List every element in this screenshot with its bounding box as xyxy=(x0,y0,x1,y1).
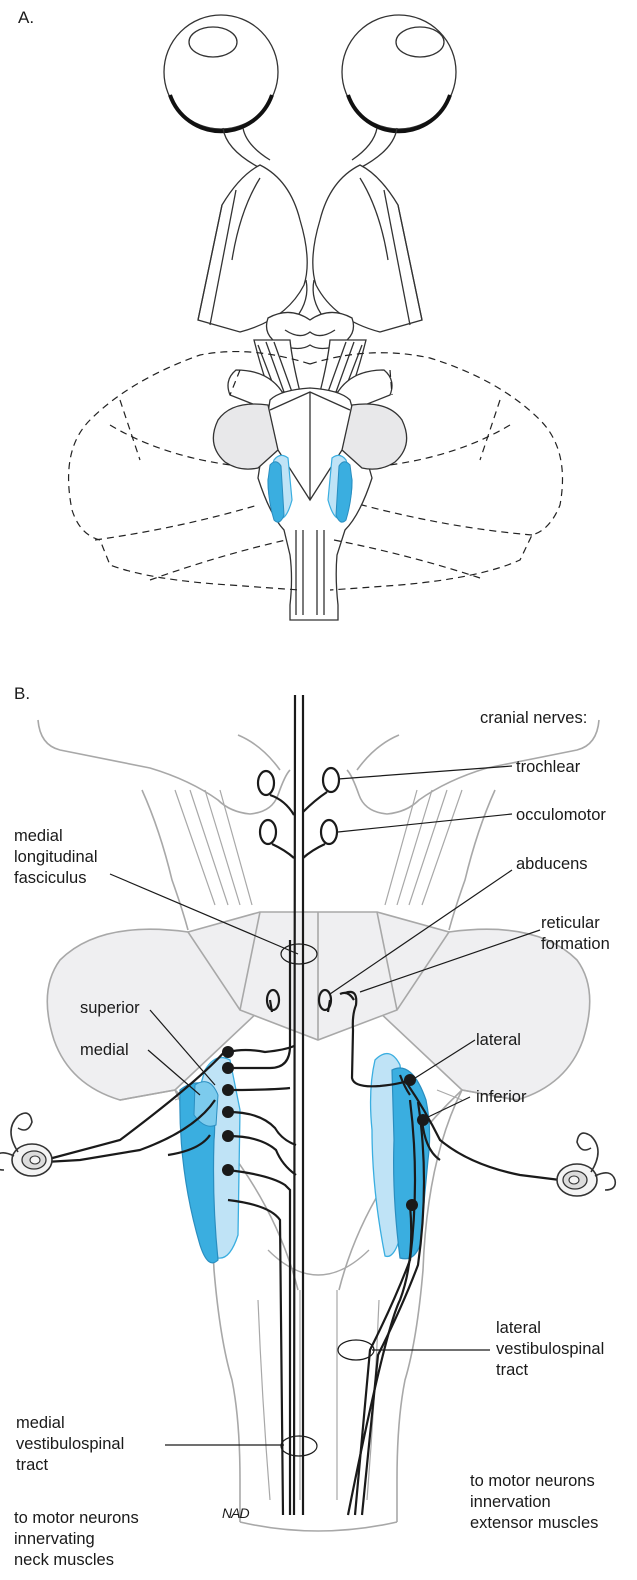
label-motor-neck-line1: to motor neurons xyxy=(14,1508,139,1529)
label-occulomotor: occulomotor xyxy=(516,805,606,826)
label-abducens: abducens xyxy=(516,854,588,875)
left-inner-ear xyxy=(0,1113,52,1176)
right-eye xyxy=(342,15,456,131)
vestibular-nuclei-right xyxy=(371,1054,430,1259)
label-superior: superior xyxy=(80,998,140,1019)
label-mvst-line3: tract xyxy=(16,1455,124,1476)
artist-signature: NAD xyxy=(222,1505,249,1521)
label-motor-extensor-line2: innervation xyxy=(470,1492,598,1513)
label-motor-neck-line2: innervating xyxy=(14,1529,139,1550)
label-trochlear: trochlear xyxy=(516,757,580,778)
label-mlf: medial longitudinal fasciculus xyxy=(14,826,97,889)
label-motor-neck-line3: neck muscles xyxy=(14,1550,139,1571)
label-lvst-line2: vestibulospinal xyxy=(496,1339,604,1360)
label-reticular-line2: formation xyxy=(541,934,610,955)
panel-b-label: B. xyxy=(14,684,30,704)
panel-a-label: A. xyxy=(18,8,34,28)
label-inferior: inferior xyxy=(476,1087,526,1108)
panel-a-brainstem-overview xyxy=(69,15,563,620)
label-reticular-line1: reticular xyxy=(541,913,610,934)
label-mvst-line1: medial xyxy=(16,1413,124,1434)
label-motor-extensor: to motor neurons innervation extensor mu… xyxy=(470,1471,598,1534)
label-motor-neck: to motor neurons innervating neck muscle… xyxy=(14,1508,139,1571)
label-medial: medial xyxy=(80,1040,129,1061)
label-lvst-line1: lateral xyxy=(496,1318,604,1339)
label-lateral-vestibulospinal-tract: lateral vestibulospinal tract xyxy=(496,1318,604,1381)
panel-b-brainstem-outline xyxy=(38,720,599,1531)
label-motor-extensor-line1: to motor neurons xyxy=(470,1471,598,1492)
label-mvst-line2: vestibulospinal xyxy=(16,1434,124,1455)
cranial-nerves-heading: cranial nerves: xyxy=(480,708,587,729)
label-mlf-line3: fasciculus xyxy=(14,868,97,889)
leader-lines xyxy=(110,766,540,1456)
label-motor-extensor-line3: extensor muscles xyxy=(470,1513,598,1534)
left-eye xyxy=(164,15,278,131)
label-lvst-line3: tract xyxy=(496,1360,604,1381)
label-mlf-line2: longitudinal xyxy=(14,847,97,868)
right-inner-ear xyxy=(557,1133,615,1196)
label-lateral: lateral xyxy=(476,1030,521,1051)
label-reticular-formation: reticular formation xyxy=(541,913,610,955)
label-mlf-line1: medial xyxy=(14,826,97,847)
label-medial-vestibulospinal-tract: medial vestibulospinal tract xyxy=(16,1413,124,1476)
